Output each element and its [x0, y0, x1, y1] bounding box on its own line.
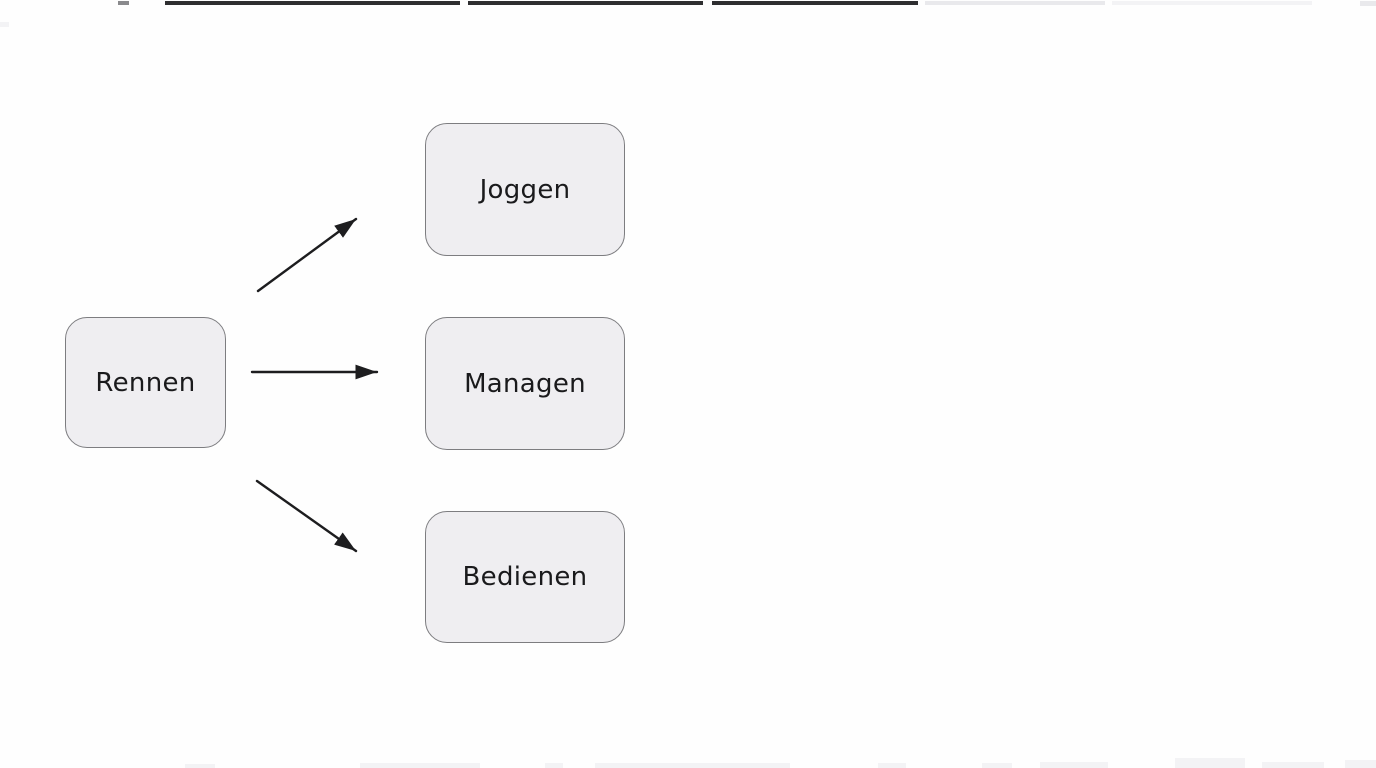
bottom-edge-artifact [185, 764, 215, 768]
node-rennen-label: Rennen [95, 367, 196, 398]
bottom-edge-artifact [360, 763, 480, 768]
node-managen-label: Managen [464, 368, 586, 399]
bottom-edge-artifact [1262, 762, 1324, 768]
bottom-edge-artifact [1040, 762, 1108, 768]
arrow-rennen-to-bedienen [255, 479, 358, 553]
node-rennen: Rennen [65, 317, 226, 448]
top-edge-artifact [925, 1, 1105, 5]
node-bedienen-label: Bedienen [462, 562, 588, 592]
bottom-edge-artifact [982, 763, 1012, 768]
node-joggen-label: Joggen [479, 174, 571, 205]
node-managen: Managen [425, 317, 625, 450]
arrow-rennen-to-joggen [256, 217, 358, 293]
top-edge-artifact [1360, 1, 1376, 6]
node-bedienen: Bedienen [425, 511, 625, 643]
bottom-edge-artifact [1175, 758, 1245, 768]
node-joggen: Joggen [425, 123, 625, 256]
top-edge-artifact [1112, 1, 1312, 5]
top-edge-artifact [118, 1, 129, 5]
top-edge-artifact [165, 1, 460, 5]
top-edge-artifact [468, 1, 703, 5]
top-edge-artifact [712, 1, 918, 5]
bottom-edge-artifact [545, 763, 563, 768]
bottom-edge-artifact [878, 763, 906, 768]
left-edge-artifact [0, 22, 9, 27]
bottom-edge-artifact [1345, 760, 1376, 768]
bottom-edge-artifact [595, 763, 790, 768]
